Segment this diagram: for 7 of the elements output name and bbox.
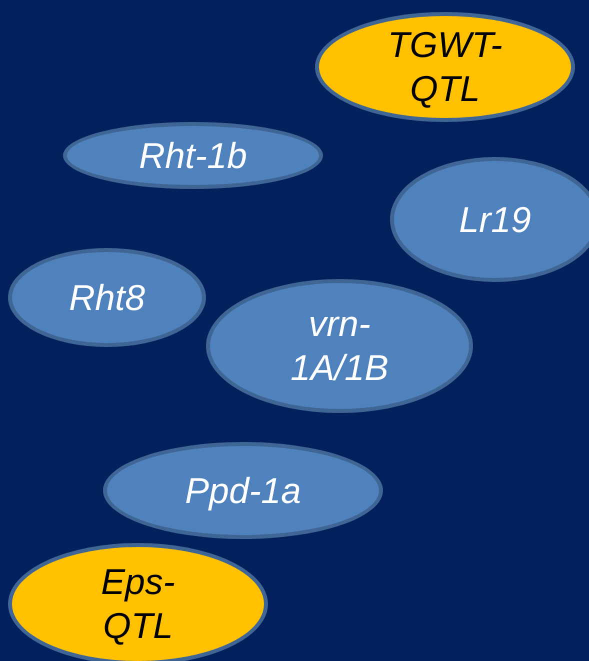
gene-label: Rht-1b (138, 134, 248, 178)
gene-label: Lr19 (458, 198, 532, 242)
gene-label: Eps-QTL (100, 560, 176, 648)
gene-label: TGWT-QTL (386, 23, 504, 111)
gene-label: vrn-1A/1B (289, 302, 390, 390)
gene-label: Rht8 (68, 276, 146, 320)
gene-label: Ppd-1a (184, 468, 302, 512)
